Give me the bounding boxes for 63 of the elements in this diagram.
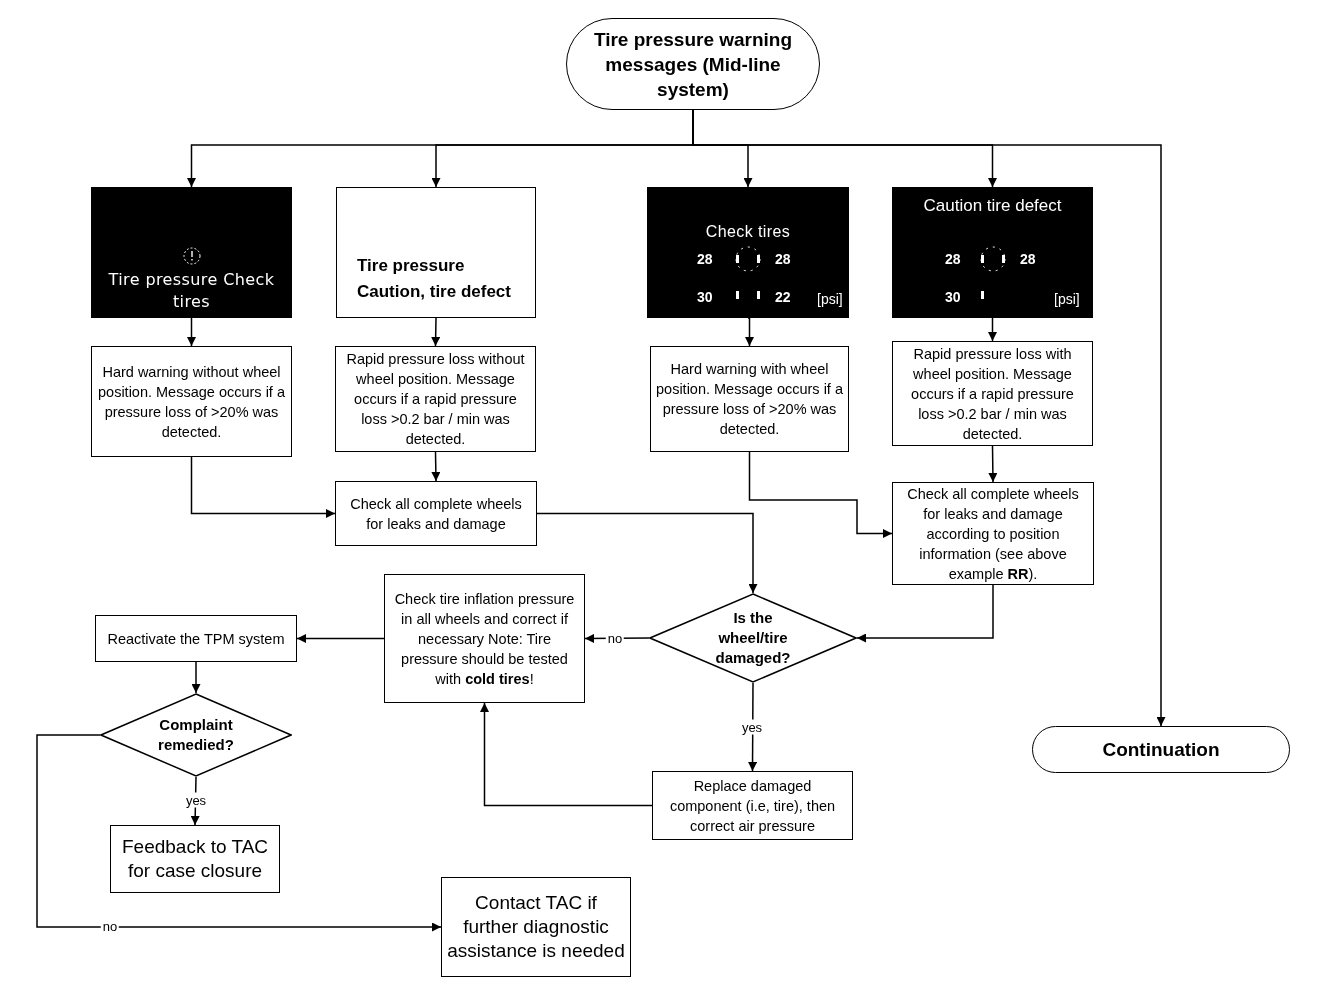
process-box xyxy=(892,482,1094,585)
node-text: Hard warning with wheel position. Message occurs if a pressure loss of >20% was detected. xyxy=(655,360,844,439)
pressure-value: [psi] xyxy=(1054,290,1080,308)
arrow xyxy=(431,451,441,482)
node-text: Feedback to TAC for case closure xyxy=(120,835,270,883)
pressure-value: 30 xyxy=(697,288,713,306)
decision-text: Complaint remedied? xyxy=(157,715,235,755)
edge-label: yes xyxy=(739,719,765,735)
display-screen xyxy=(91,187,292,318)
pressure-value: 22 xyxy=(775,288,791,306)
process-box xyxy=(650,346,849,452)
screen-text: Tire pressure Check tires xyxy=(107,269,276,313)
arrow xyxy=(480,702,653,807)
arrow xyxy=(431,317,441,347)
display-screen xyxy=(647,187,849,318)
node-text: Replace damaged component (i.e, tire), then correct air pressure xyxy=(668,776,837,836)
arrow xyxy=(536,512,758,594)
node-text: Contact TAC if further diagnostic assistance is needed xyxy=(446,891,626,963)
node-text: Reactivate the TPM system xyxy=(107,629,285,649)
arrow xyxy=(745,317,754,347)
arrow xyxy=(748,451,893,538)
pressure-value: [psi] xyxy=(817,290,843,308)
process-box xyxy=(335,481,537,546)
node-text: Check all complete wheels for leaks and damage xyxy=(349,494,523,534)
process-box xyxy=(441,877,631,977)
decision-text: Is the wheel/tire damaged? xyxy=(714,608,792,668)
decision-diamond xyxy=(649,593,857,683)
arrow xyxy=(988,445,998,483)
terminal-shape xyxy=(1032,726,1290,773)
arrow xyxy=(191,661,201,694)
pressure-value: 30 xyxy=(945,288,961,306)
node-text: Tire pressure warning messages (Mid-line system) xyxy=(592,27,794,102)
process-box xyxy=(95,615,297,662)
screen-text: Caution tire defect xyxy=(922,195,1063,217)
screen-text: Check tires xyxy=(704,223,792,241)
process-box xyxy=(652,771,853,840)
arrow xyxy=(296,634,385,643)
node-text: Check all complete wheels for leaks and damage according to position information (see above example RR). xyxy=(906,484,1080,584)
pressure-value: 28 xyxy=(697,250,713,268)
node-text: Check tire inflation pressure in all wheels and correct if necessary Note: Tire pressure should be tested with cold tires! xyxy=(393,589,576,689)
display-panel xyxy=(336,187,536,318)
node-text: Tire pressure Caution, tire defect xyxy=(357,255,512,303)
arrow xyxy=(36,734,442,932)
node-text: Continuation xyxy=(1102,738,1220,762)
arrow xyxy=(190,456,336,518)
process-box xyxy=(335,346,536,452)
edge-label: yes xyxy=(183,792,209,808)
display-screen xyxy=(892,187,1093,318)
pressure-value: 28 xyxy=(775,250,791,268)
decision-diamond xyxy=(100,693,292,777)
pressure-value: 28 xyxy=(945,250,961,268)
node-text: Hard warning without wheel position. Message occurs if a pressure loss of >20% was detected. xyxy=(97,362,286,442)
process-box xyxy=(91,346,292,457)
process-box xyxy=(110,825,280,893)
arrow xyxy=(988,317,997,342)
node-text: Rapid pressure loss with wheel position. Message occurs if a rapid pressure loss >0.2 bar / min was detected. xyxy=(910,344,1075,444)
process-box xyxy=(892,341,1093,446)
arrow xyxy=(187,317,196,347)
node-text: Rapid pressure loss without wheel position. Message occurs if a rapid pressure loss >0.2 bar / min was detected. xyxy=(345,350,526,449)
arrow xyxy=(856,584,994,643)
process-box xyxy=(384,574,585,703)
arrow xyxy=(584,633,650,643)
pressure-value: 28 xyxy=(1020,250,1036,268)
